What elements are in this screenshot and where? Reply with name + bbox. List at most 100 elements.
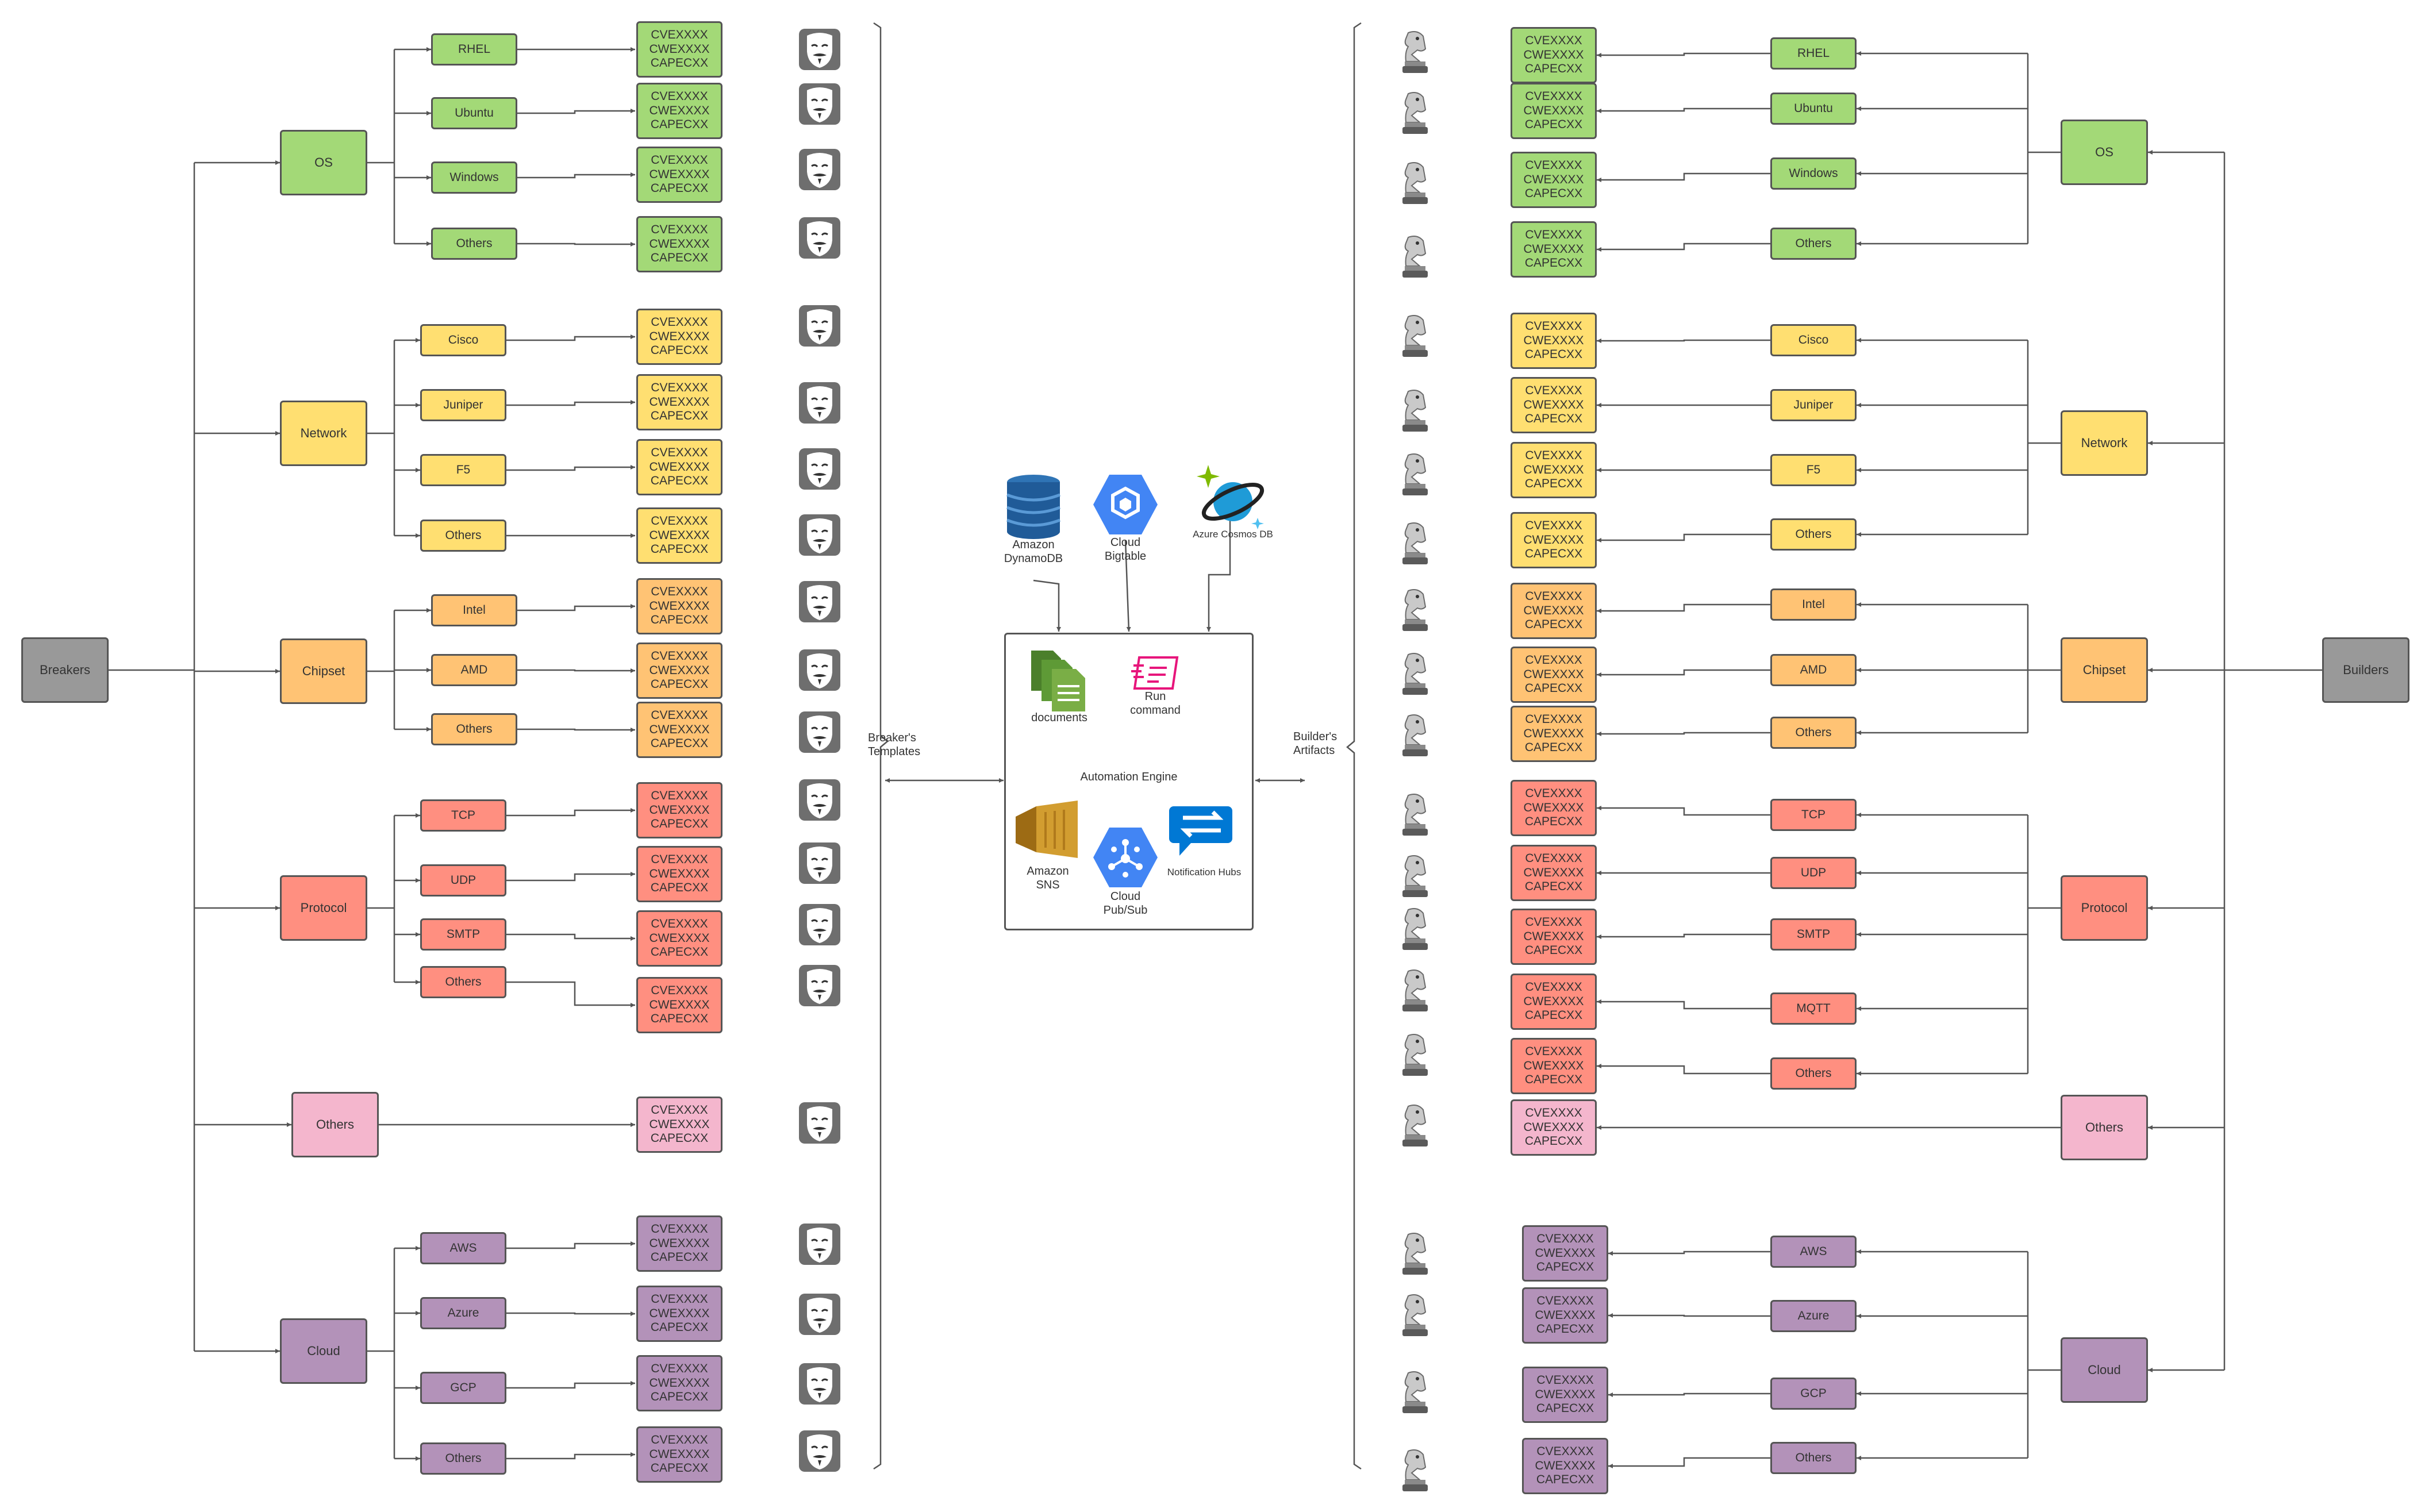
knight-chess-icon [1402, 453, 1428, 495]
knight-chess-icon [1402, 1449, 1428, 1491]
builders-root-node: Builders [2322, 637, 2409, 703]
anonymous-mask-icon [799, 779, 840, 821]
right-item-ubuntu: Ubuntu [1770, 93, 1857, 125]
right-item-intel: Intel [1770, 588, 1857, 621]
left-cve-box: CVEXXXX CWEXXXX CAPECXX [636, 910, 722, 967]
right-cve-box: CVEXXXX CWEXXXX CAPECXX [1511, 647, 1597, 703]
right-cve-box: CVEXXXX CWEXXXX CAPECXX [1511, 377, 1597, 433]
left-cve-box: CVEXXXX CWEXXXX CAPECXX [636, 846, 722, 902]
right-group-chipset: Chipset [2061, 637, 2148, 703]
bigtable-label: Cloud Bigtable [1104, 536, 1147, 563]
left-group-cloud: Cloud [280, 1318, 367, 1384]
right-item-juniper: Juniper [1770, 389, 1857, 421]
knight-chess-icon [1402, 1371, 1428, 1413]
connector-line [506, 465, 635, 471]
left-item-others: Others [431, 228, 517, 260]
connector-line [506, 1241, 635, 1249]
connector-line [517, 172, 635, 179]
left-cve-box: CVEXXXX CWEXXXX CAPECXX [636, 578, 722, 634]
right-item-udp: UDP [1770, 857, 1857, 889]
connector-line [1608, 1457, 1770, 1468]
connector-line [506, 933, 635, 941]
connector-line [1597, 243, 1770, 252]
right-item-others: Others [1770, 228, 1857, 260]
anonymous-mask-icon [799, 83, 840, 125]
left-group-protocol: Protocol [280, 875, 367, 941]
knight-chess-icon [1402, 589, 1428, 631]
left-cve-box: CVEXXXX CWEXXXX CAPECXX [636, 83, 722, 139]
right-cve-box: CVEXXXX CWEXXXX CAPECXX [1511, 83, 1597, 139]
right-item-others: Others [1770, 717, 1857, 749]
left-cve-box: CVEXXXX CWEXXXX CAPECXX [636, 147, 722, 203]
knight-chess-icon [1402, 969, 1428, 1011]
left-item-intel: Intel [431, 594, 517, 626]
right-group-network: Network [2061, 410, 2148, 476]
left-item-f5: F5 [420, 454, 506, 486]
anonymous-mask-icon [799, 514, 840, 556]
documents-label: documents [1031, 711, 1087, 724]
right-cve-box: CVEXXXX CWEXXXX CAPECXX [1511, 313, 1597, 369]
connector-line [517, 728, 635, 732]
connector-line [1124, 540, 1131, 632]
left-cve-box: CVEXXXX CWEXXXX CAPECXX [636, 642, 722, 699]
right-cve-box: CVEXXXX CWEXXXX CAPECXX [1511, 706, 1597, 762]
bigtable-icon [1093, 475, 1158, 534]
left-item-azure: Azure [420, 1297, 506, 1329]
right-cve-box: CVEXXXX CWEXXXX CAPECXX [1511, 845, 1597, 901]
connector-line [1597, 999, 1770, 1010]
anonymous-mask-icon [799, 382, 840, 424]
left-cve-box: CVEXXXX CWEXXXX CAPECXX [636, 507, 722, 564]
anonymous-mask-icon [799, 842, 840, 884]
right-item-tcp: TCP [1770, 799, 1857, 831]
left-item-ubuntu: Ubuntu [431, 97, 517, 129]
left-item-others: Others [431, 713, 517, 745]
right-group-protocol: Protocol [2061, 875, 2148, 941]
left-cve-box: CVEXXXX CWEXXXX CAPECXX [636, 1215, 722, 1272]
anonymous-mask-icon [799, 1102, 840, 1144]
left-group-others: Others [291, 1092, 379, 1157]
right-cve-box: CVEXXXX CWEXXXX CAPECXX [1511, 152, 1597, 208]
anonymous-mask-icon [799, 581, 840, 622]
left-item-others: Others [420, 1442, 506, 1475]
dynamodb-icon [1006, 475, 1060, 539]
left-cve-box: CVEXXXX CWEXXXX CAPECXX [636, 374, 722, 430]
left-cve-box: CVEXXXX CWEXXXX CAPECXX [636, 1426, 722, 1483]
connector-line [1033, 579, 1061, 632]
anonymous-mask-icon [799, 305, 840, 347]
knight-chess-icon [1402, 31, 1428, 73]
left-cve-box: CVEXXXX CWEXXXX CAPECXX [636, 702, 722, 758]
left-item-amd: AMD [431, 654, 517, 686]
anonymous-mask-icon [799, 1363, 840, 1405]
breakers-root-node: Breakers [21, 637, 109, 703]
left-item-cisco: Cisco [420, 324, 506, 356]
knight-chess-icon [1402, 390, 1428, 432]
left-cve-box: CVEXXXX CWEXXXX CAPECXX [636, 782, 722, 838]
knight-chess-icon [1402, 236, 1428, 278]
right-item-azure: Azure [1770, 1300, 1857, 1332]
anonymous-mask-icon [799, 1430, 840, 1472]
right-cve-box: CVEXXXX CWEXXXX CAPECXX [1511, 1099, 1597, 1156]
run-command-label: Run command [1130, 690, 1181, 717]
sns-label: Amazon SNS [1027, 865, 1069, 891]
left-group-network: Network [280, 401, 367, 466]
left-group-os: OS [280, 130, 367, 195]
left-item-rhel: RHEL [431, 33, 517, 66]
right-cve-box: CVEXXXX CWEXXXX CAPECXX [1511, 221, 1597, 278]
left-item-aws: AWS [420, 1232, 506, 1264]
connector-line [1597, 806, 1770, 816]
right-item-amd: AMD [1770, 654, 1857, 686]
connector-line [506, 1381, 635, 1389]
right-cve-box: CVEXXXX CWEXXXX CAPECXX [1511, 512, 1597, 568]
left-item-tcp: TCP [420, 799, 506, 832]
right-cve-box: CVEXXXX CWEXXXX CAPECXX [1511, 1038, 1597, 1094]
right-cve-box: CVEXXXX CWEXXXX CAPECXX [1511, 583, 1597, 639]
left-cve-box: CVEXXXX CWEXXXX CAPECXX [636, 1286, 722, 1342]
anonymous-mask-icon [799, 29, 840, 70]
left-item-juniper: Juniper [420, 389, 506, 421]
automation-engine-title: Automation Engine [1080, 771, 1178, 783]
right-item-others: Others [1770, 1442, 1857, 1474]
connector-line [517, 604, 635, 611]
connector-line [1597, 338, 1770, 343]
right-cve-box: CVEXXXX CWEXXXX CAPECXX [1522, 1438, 1608, 1494]
